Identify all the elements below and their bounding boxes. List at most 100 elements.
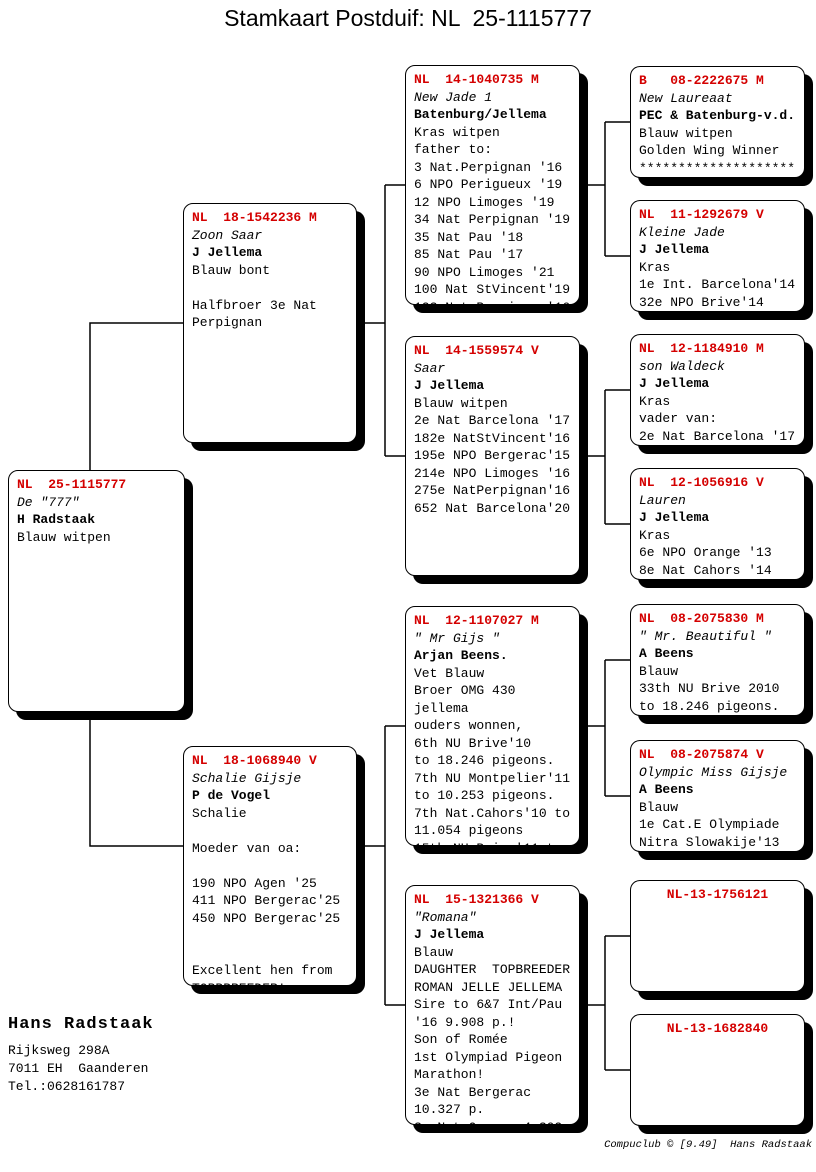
pedigree-line: Marathon! <box>414 1067 485 1082</box>
ring-number: NL 25-1115777 <box>17 477 127 492</box>
pedigree-line: 123 Nat Perpignan'16 <box>414 299 571 305</box>
ring-number: NL 18-1542236 M <box>192 210 317 225</box>
pedigree-line <box>192 945 348 963</box>
pedigree-line: vader van: <box>639 411 718 426</box>
pedigree-line: Kras <box>639 393 671 409</box>
ring-number: NL 18-1068940 V <box>192 753 317 768</box>
pedigree-line: Kras witpen <box>414 124 500 140</box>
pigeon-name: Schalie Gijsje <box>192 770 302 786</box>
connector-dam-dam-parents <box>580 935 630 1071</box>
pedigree-line: Moeder van oa: <box>192 840 302 856</box>
pedigree-box-dam-dam-sire: NL-13-1756121 <box>630 880 805 992</box>
pedigree-line <box>192 822 348 840</box>
pedigree-line: 182e NatStVincent'16 <box>414 430 571 446</box>
pedigree-line: 190 NPO Agen '25 <box>192 875 317 891</box>
pedigree-line: 6 NPO Perigueux '19 <box>414 177 563 192</box>
pedigree-line: 6e NPO Orange '13 <box>639 545 772 560</box>
pigeon-name: New Laureaat <box>639 90 733 106</box>
pedigree-line: Blauw bont <box>192 262 271 278</box>
pedigree-line: father to: <box>414 142 493 157</box>
pedigree-line: to 18.246 pigeons. <box>414 753 555 768</box>
ring-number: NL-13-1682840 <box>666 1021 769 1036</box>
ring-number: B 08-2222675 M <box>639 73 764 88</box>
pedigree-line: Kras <box>639 259 671 275</box>
ring-number: NL 12-1184910 M <box>639 341 764 356</box>
pedigree-line: 214e NPO Limoges '16 <box>414 465 571 481</box>
pedigree-line: Blauw <box>639 663 679 679</box>
breeder-name: J Jellema <box>639 242 710 257</box>
breeder-name: J Jellema <box>639 376 710 391</box>
breeder-name: H Radstaak <box>17 512 96 527</box>
pedigree-line: TOPBBREEDER! <box>192 980 348 986</box>
owner-name: Hans Radstaak <box>8 1015 154 1034</box>
breeder-name: J Jellema <box>414 378 485 393</box>
owner-address-line1: Rijksweg 298A <box>8 1043 110 1058</box>
pedigree-line: jellema <box>414 700 469 716</box>
footer-credit: Compuclub © [9.49] Hans Radstaak <box>604 1139 812 1151</box>
pedigree-line: 90 NPO Limoges '21 <box>414 264 555 280</box>
page-title: Stamkaart Postduif: NL 25-1115777 <box>224 5 592 31</box>
pigeon-name: Kleine Jade <box>639 224 725 240</box>
ring-number: NL 14-1040735 M <box>414 72 539 87</box>
pedigree-line: 2e Nat Barcelona '17 <box>414 413 571 428</box>
breeder-name: A Beens <box>639 646 694 661</box>
pigeon-name: De "777" <box>17 494 80 510</box>
pedigree-line: 6th NU Brive'10 <box>414 735 532 751</box>
owner-phone: Tel.:0628161787 <box>8 1079 126 1094</box>
connector-dam-parents <box>357 725 405 1006</box>
pigeon-name: Olympic Miss Gijsje <box>639 764 788 780</box>
breeder-name: P de Vogel <box>192 788 271 803</box>
pedigree-line: 450 NPO Bergerac'25 <box>192 910 341 926</box>
pedigree-line: 35 Nat Pau '18 <box>414 229 524 245</box>
pedigree-line: Sire to 6&7 Int/Pau <box>414 997 563 1012</box>
breeder-name: J Jellema <box>414 927 485 942</box>
pedigree-box-dam-dam-dam: NL-13-1682840 <box>630 1014 805 1126</box>
pedigree-line: 411 NPO Bergerac'25 <box>192 893 341 908</box>
pigeon-name: Lauren <box>639 492 686 508</box>
pedigree-line: ******************** <box>639 160 796 176</box>
pedigree-line: Blauw witpen <box>639 125 733 141</box>
pedigree-line: ouders wonnen, <box>414 718 524 733</box>
pedigree-line: Blauw witpen <box>17 529 111 545</box>
ring-number: NL 12-1107027 M <box>414 613 539 628</box>
pedigree-line: 8e Nat Cahors '14 <box>639 562 772 578</box>
pedigree-line: 10.327 p. <box>414 1102 485 1117</box>
pedigree-line: Kras <box>639 527 671 543</box>
pedigree-line: Perpignan <box>192 315 263 330</box>
pedigree-line: 32e NPO Brive'14 <box>639 294 764 310</box>
breeder-name: J Jellema <box>639 510 710 525</box>
ring-number: NL 11-1292679 V <box>639 207 764 222</box>
connector-sire-parents <box>357 184 405 457</box>
pedigree-line: 34 Nat Perpignan '19 <box>414 212 571 227</box>
owner-address-line2: 7011 EH Gaanderen <box>8 1061 149 1076</box>
pedigree-line: 7th NU Montpelier'11 <box>414 770 571 786</box>
breeder-name: A Beens <box>639 782 694 797</box>
pigeon-name: " Mr Gijs " <box>414 630 500 646</box>
ring-number: NL 12-1056916 V <box>639 475 764 490</box>
ring-number: NL 14-1559574 V <box>414 343 539 358</box>
pedigree-line: Halfbroer 3e Nat <box>192 297 317 313</box>
pedigree-line: 195e NPO Bergerac'15 <box>414 448 571 463</box>
pedigree-line: 11.054 pigeons <box>414 823 524 838</box>
pedigree-line: 652 Nat Barcelona'20 <box>414 500 571 516</box>
pedigree-line: Son of Romée <box>414 1032 508 1047</box>
pedigree-line: to 10.253 pigeons. <box>414 788 555 803</box>
pigeon-name: " Mr. Beautiful " <box>639 628 772 644</box>
pedigree-line: 100 Nat StVincent'19 <box>414 282 571 297</box>
pedigree-line: Vet Blauw <box>414 665 485 681</box>
pigeon-name: "Romana" <box>414 909 477 925</box>
connector-subject-sire <box>89 322 183 470</box>
pigeon-name: son Waldeck <box>639 358 725 374</box>
owner-block: Hans Radstaak Rijksweg 298A 7011 EH Gaan… <box>8 1016 154 1096</box>
pedigree-line: to 18.246 pigeons. <box>639 698 780 714</box>
pedigree-line: Blauw witpen <box>414 395 508 411</box>
